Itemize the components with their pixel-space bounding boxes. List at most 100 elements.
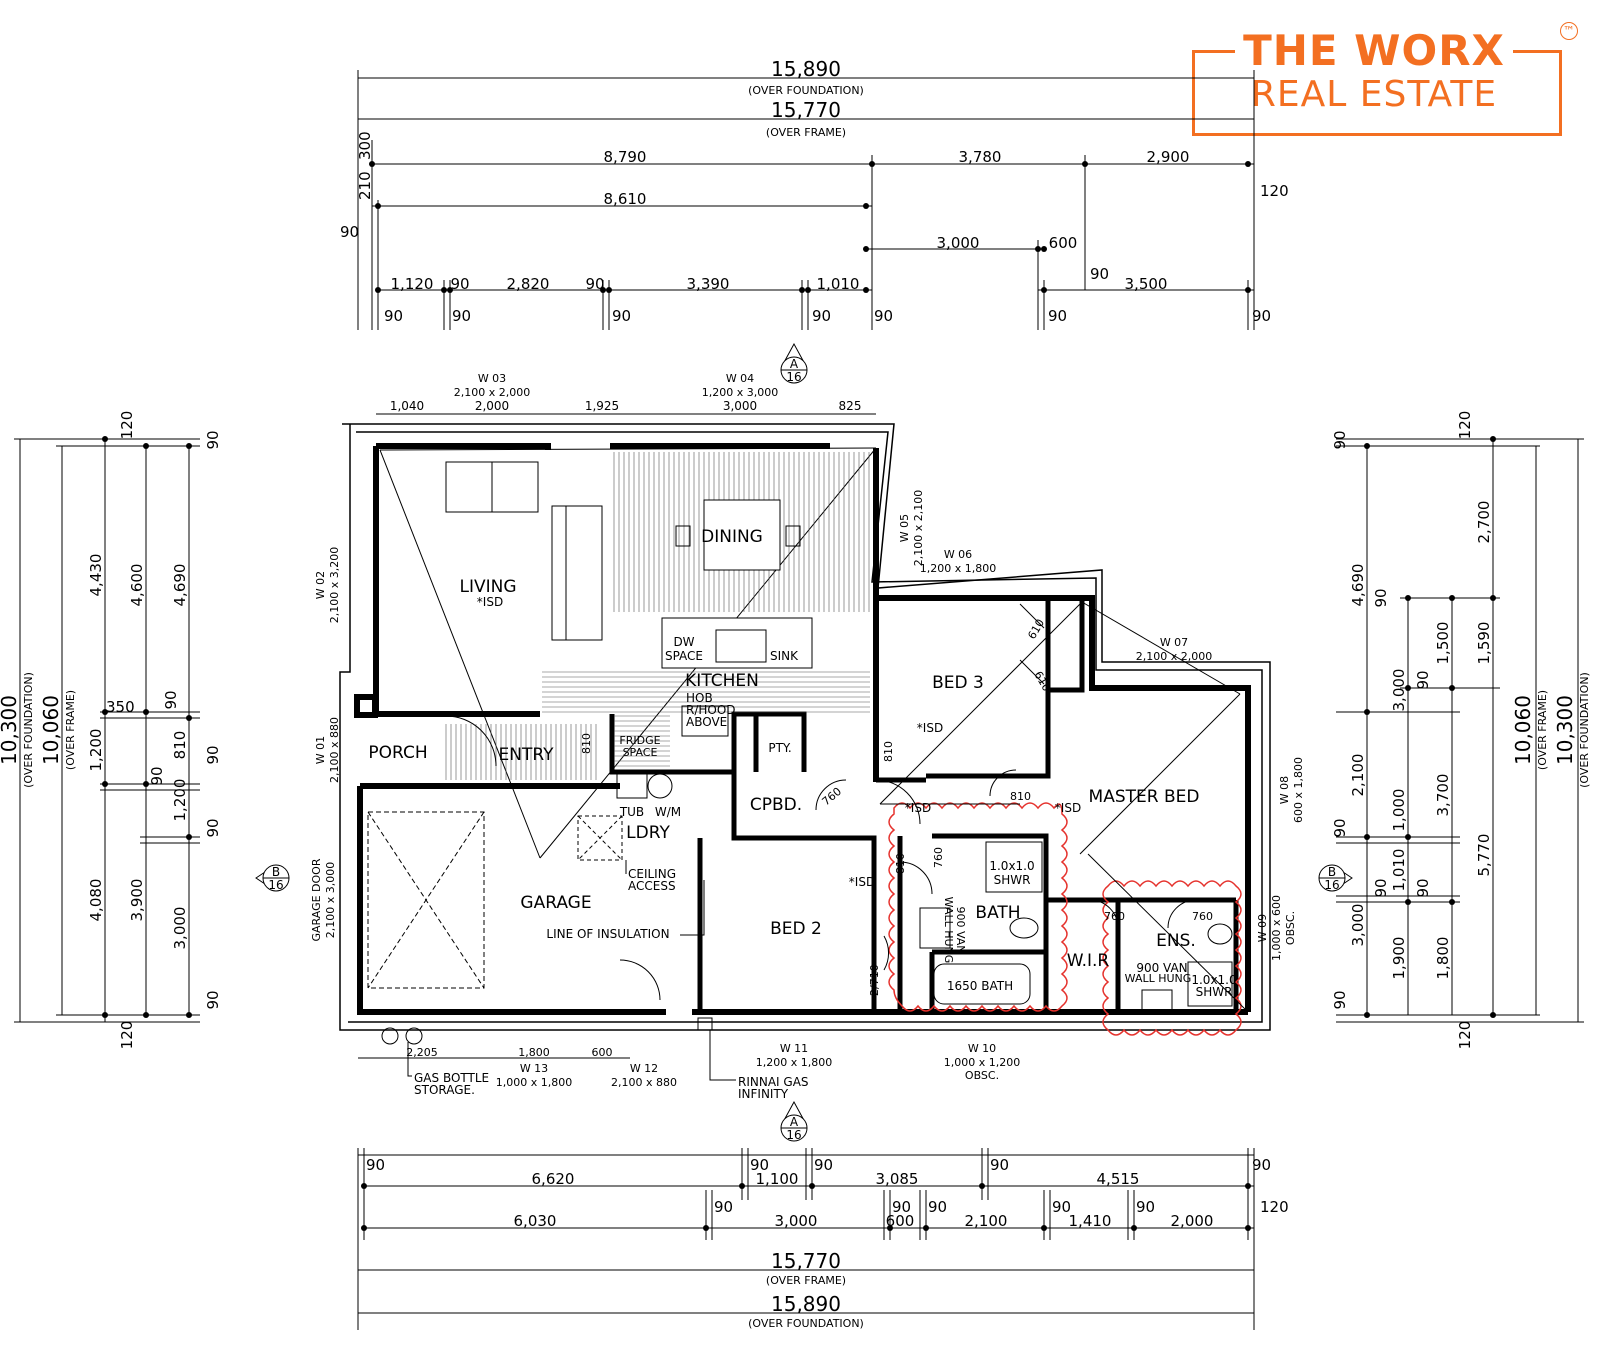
above-label: ABOVE xyxy=(686,715,727,729)
section-markers: A 16 A 16 B 16 B 16 xyxy=(255,342,1353,1142)
section-letter: A xyxy=(790,1115,799,1129)
door-width: 760 xyxy=(820,785,844,808)
bottom-dim: 90 xyxy=(814,1156,833,1174)
window-size: 2,100 x 2,100 xyxy=(912,490,925,566)
top-dim: 90 xyxy=(1090,265,1109,283)
right-overall-foundation: 10,300 xyxy=(1553,695,1577,765)
right-dim: 1,590 xyxy=(1475,622,1493,665)
dining-table-icon xyxy=(703,499,781,571)
top-dim: 90 xyxy=(340,223,359,241)
top-dim: 210 xyxy=(356,171,374,200)
door-width: 610 xyxy=(1025,617,1047,642)
right-dim: 90 xyxy=(1414,878,1432,897)
room-entry: ENTRY xyxy=(499,745,555,765)
fridge-space-label: SPACE xyxy=(623,746,658,759)
vanity-icon xyxy=(1141,989,1173,1013)
shower-size-label: 1.0x1.0 xyxy=(989,859,1034,873)
isd-note: *ISD xyxy=(849,875,875,889)
door-width: 760 xyxy=(1192,910,1213,923)
left-dim: 120 xyxy=(118,1021,136,1050)
window-size: 2,100 x 2,000 xyxy=(454,386,530,399)
window-label: W 05 xyxy=(898,514,911,542)
right-dim: 3,700 xyxy=(1434,774,1452,817)
left-dim: 1,200 xyxy=(87,729,105,772)
top-dim: 90 xyxy=(612,307,631,325)
logo-trademark: ™ xyxy=(1560,22,1578,40)
top-dim: 600 xyxy=(1049,234,1078,252)
bottom-dim: 2,000 xyxy=(1171,1212,1214,1230)
window-note: OBSC. xyxy=(1284,911,1297,945)
top-dim: 90 xyxy=(812,307,831,325)
window-label: W 12 xyxy=(630,1062,658,1075)
section-sheet: 16 xyxy=(786,1128,801,1142)
bottom-dim: 6,030 xyxy=(514,1212,557,1230)
window-size: 1,000 x 600 xyxy=(1270,895,1283,961)
shower-label: SHWR xyxy=(994,873,1031,887)
room-garage: GARAGE xyxy=(520,893,591,913)
left-dim: 120 xyxy=(118,411,136,440)
rinnai-label: RINNAI GAS xyxy=(738,1075,809,1089)
bottom-dim: 4,515 xyxy=(1097,1170,1140,1188)
left-dim: 90 xyxy=(148,766,166,785)
left-overall-frame: 10,060 xyxy=(39,695,63,765)
section-marker-a-top: A 16 xyxy=(780,342,808,384)
gas-bottle-icon xyxy=(381,1027,399,1045)
plan-dim: 2,000 xyxy=(475,399,509,413)
bottom-dim: 120 xyxy=(1260,1198,1289,1216)
garage-door-size: 2,100 x 3,000 xyxy=(324,862,337,938)
section-sheet: 16 xyxy=(786,370,801,384)
room-labels: LIVING DINING KITCHEN BED 3 MASTER BED P… xyxy=(368,527,1199,971)
bottom-dim: 600 xyxy=(886,1212,915,1230)
room-laundry: LDRY xyxy=(626,823,670,843)
plan-dim: 2,205 xyxy=(406,1046,438,1059)
wall-hung-label: WALL HUNG xyxy=(1125,972,1192,985)
left-dim: 3,000 xyxy=(171,907,189,950)
bottom-dimensions: 90 6,620 90 1,100 90 3,085 90 4,515 90 6… xyxy=(366,1156,1289,1330)
top-overall-frame: 15,770 xyxy=(771,98,841,122)
left-dim: 90 xyxy=(204,818,222,837)
bottom-overall-foundation-note: (OVER FOUNDATION) xyxy=(748,1317,864,1330)
top-dim: 90 xyxy=(585,275,604,293)
top-dim: 90 xyxy=(1048,307,1067,325)
vanity-icon xyxy=(919,907,951,949)
right-dim: 4,690 xyxy=(1349,564,1367,607)
left-dim: 4,600 xyxy=(128,564,146,607)
right-dim: 90 xyxy=(1331,430,1349,449)
ceiling-label: CEILING xyxy=(628,867,676,881)
top-dim: 2,820 xyxy=(507,275,550,293)
left-overall-foundation-note: (OVER FOUNDATION) xyxy=(22,672,35,788)
rinnai-infinity-label: INFINITY xyxy=(738,1087,789,1101)
right-dim: 120 xyxy=(1456,1021,1474,1050)
door-swings xyxy=(445,603,1197,1001)
window-label: W 07 xyxy=(1160,636,1188,649)
bottom-dim: 90 xyxy=(366,1156,385,1174)
shower-icon xyxy=(1187,961,1233,1007)
garage-door-label: GARAGE DOOR xyxy=(310,858,323,941)
bottom-dim: 90 xyxy=(714,1198,733,1216)
top-dim: 1,120 xyxy=(391,275,434,293)
top-dim: 90 xyxy=(874,307,893,325)
isd-note: *ISD xyxy=(917,721,943,735)
right-dim: 90 xyxy=(1414,670,1432,689)
plan-dim: 1,925 xyxy=(585,399,619,413)
revision-clouds xyxy=(888,802,1242,1036)
top-dim: 1,010 xyxy=(817,275,860,293)
dimension-ticks xyxy=(102,161,1496,1231)
right-dim: 2,700 xyxy=(1475,501,1493,544)
room-bed-3: BED 3 xyxy=(932,673,984,693)
door-width: 810 xyxy=(1010,790,1031,803)
hob-label: HOB xyxy=(686,691,713,705)
left-dim: 350 xyxy=(106,698,135,716)
sink-label: SINK xyxy=(770,649,799,663)
right-dim: 90 xyxy=(1331,818,1349,837)
window-size: 1,000 x 1,200 xyxy=(944,1056,1020,1069)
door-width: 760 xyxy=(1104,910,1125,923)
gas-bottle-icon xyxy=(405,1027,423,1045)
bottom-dim: 2,100 xyxy=(965,1212,1008,1230)
right-dim: 1,500 xyxy=(1434,622,1452,665)
left-dim: 90 xyxy=(204,990,222,1009)
door-width: 810 xyxy=(894,853,907,874)
door-width: 2/710 xyxy=(868,964,881,996)
right-dim: 5,770 xyxy=(1475,834,1493,877)
window-label: W 11 xyxy=(780,1042,808,1055)
